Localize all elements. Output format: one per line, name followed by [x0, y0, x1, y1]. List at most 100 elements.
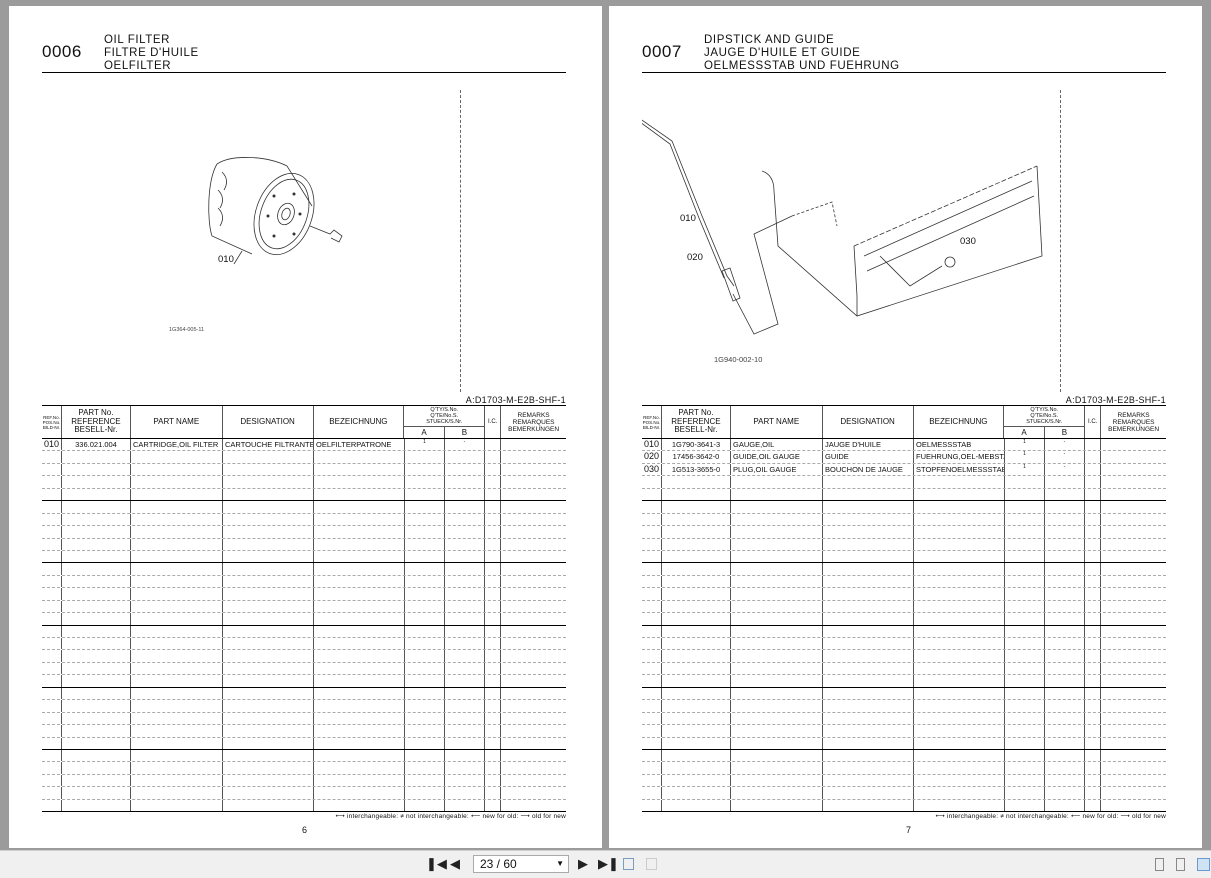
- table-row: [42, 662, 566, 676]
- cell-b: [1045, 550, 1085, 563]
- cell-ref: [642, 638, 662, 650]
- cell-a: [1005, 687, 1045, 700]
- cell-designation: [823, 563, 914, 575]
- cell-a: [1005, 650, 1045, 662]
- cell-b: [1045, 538, 1085, 550]
- cell-remarks: [1101, 750, 1166, 761]
- cell-part-no: [662, 550, 731, 563]
- cell-b: [1045, 687, 1085, 700]
- table-row: [42, 787, 566, 800]
- cell-a: [1005, 501, 1045, 513]
- cell-a: [405, 662, 445, 675]
- cell-bezeichnung: [914, 662, 1005, 675]
- cell-a: [405, 613, 445, 625]
- cell-ref: [642, 675, 662, 687]
- cell-bezeichnung: [914, 787, 1005, 799]
- cell-part-no: [62, 476, 131, 488]
- cell-part-no: [662, 476, 731, 488]
- cell-ic: [1085, 700, 1101, 712]
- cell-a: [405, 700, 445, 712]
- cell-part-no: [662, 749, 731, 762]
- cell-bezeichnung: [314, 787, 405, 799]
- cell-ic: [1085, 488, 1101, 501]
- cell-part-name: [731, 749, 823, 762]
- cell-ref: [42, 662, 62, 675]
- cell-remarks: [501, 750, 566, 761]
- cell-bezeichnung: [914, 737, 1005, 749]
- cell-b: [1045, 501, 1085, 513]
- cell-remarks: [1101, 675, 1166, 686]
- cell-bezeichnung: [314, 625, 405, 637]
- cell-b: [445, 762, 485, 774]
- cell-part-no: [662, 737, 731, 749]
- single-page-view-icon[interactable]: [1155, 858, 1164, 871]
- viewer-toolbar: ❚◀ ◀ 23 / 60 ▼ ▶ ▶❚: [0, 850, 1211, 878]
- cell-b: [445, 774, 485, 787]
- go-back-view-icon[interactable]: [623, 858, 634, 870]
- cell-remarks: [1101, 563, 1166, 574]
- cell-remarks: [501, 464, 566, 475]
- go-forward-view-icon[interactable]: [646, 858, 657, 870]
- continuous-view-icon[interactable]: [1176, 858, 1185, 871]
- model-code: A:D1703-M-E2B-SHF-1: [465, 395, 566, 405]
- cell-ic: [485, 613, 501, 625]
- cell-a: [1005, 550, 1045, 563]
- cell-ic: [485, 712, 501, 725]
- cell-part-no: [662, 526, 731, 538]
- cell-remarks: [501, 675, 566, 686]
- header-line: BILD-Nr.: [42, 424, 61, 430]
- cell-designation: [223, 575, 314, 588]
- cell-designation: [223, 463, 314, 476]
- callout-label: 010: [680, 213, 696, 224]
- last-page-icon[interactable]: ▶❚: [598, 856, 619, 871]
- table-row: [42, 463, 566, 477]
- cell-b: [1045, 563, 1085, 575]
- cell-b: [1045, 662, 1085, 675]
- table-row: [642, 550, 1166, 564]
- cell-bezeichnung: [914, 650, 1005, 662]
- cell-ic: [1085, 501, 1101, 513]
- cell-ref: [642, 563, 662, 575]
- section-title: FILTRE D'HUILE: [104, 47, 199, 59]
- cell-designation: GUIDE: [823, 451, 914, 463]
- cell-remarks: [501, 514, 566, 525]
- cell-bezeichnung: [914, 501, 1005, 513]
- cell-bezeichnung: [314, 712, 405, 725]
- cell-part-no: [62, 762, 131, 774]
- cell-bezeichnung: [314, 799, 405, 812]
- cell-ref: [642, 725, 662, 737]
- page-number-select[interactable]: 23 / 60 ▼: [473, 855, 569, 873]
- next-page-icon[interactable]: ▶: [578, 856, 588, 871]
- cell-designation: [823, 501, 914, 513]
- cell-part-no: [662, 774, 731, 787]
- cell-ref: [42, 501, 62, 513]
- cell-a: [1005, 725, 1045, 737]
- cell-part-no: [62, 700, 131, 712]
- cell-ic: [485, 737, 501, 749]
- cell-part-name: [131, 737, 223, 749]
- cell-ref: [42, 476, 62, 488]
- cell-designation: [823, 638, 914, 650]
- cell-part-name: [131, 799, 223, 812]
- cell-part-no: [62, 513, 131, 526]
- prev-page-icon[interactable]: ◀: [450, 856, 460, 871]
- cell-designation: [223, 476, 314, 488]
- cell-part-name: PLUG,OIL GAUGE: [731, 463, 823, 476]
- cell-designation: [223, 526, 314, 538]
- cell-designation: [223, 712, 314, 725]
- cell-remarks: [1101, 514, 1166, 525]
- cell-b: [1045, 613, 1085, 625]
- cell-bezeichnung: [314, 762, 405, 774]
- cell-ref: [42, 650, 62, 662]
- cell-ic: [485, 762, 501, 774]
- cell-remarks: [1101, 725, 1166, 736]
- cell-remarks: [1101, 601, 1166, 612]
- facing-view-icon[interactable]: [1197, 858, 1210, 871]
- cell-part-no: [62, 550, 131, 563]
- cell-ref: [42, 700, 62, 712]
- cell-a: [405, 762, 445, 774]
- cell-ic: [1085, 774, 1101, 787]
- cell-designation: [223, 725, 314, 737]
- first-page-icon[interactable]: ❚◀: [426, 856, 447, 871]
